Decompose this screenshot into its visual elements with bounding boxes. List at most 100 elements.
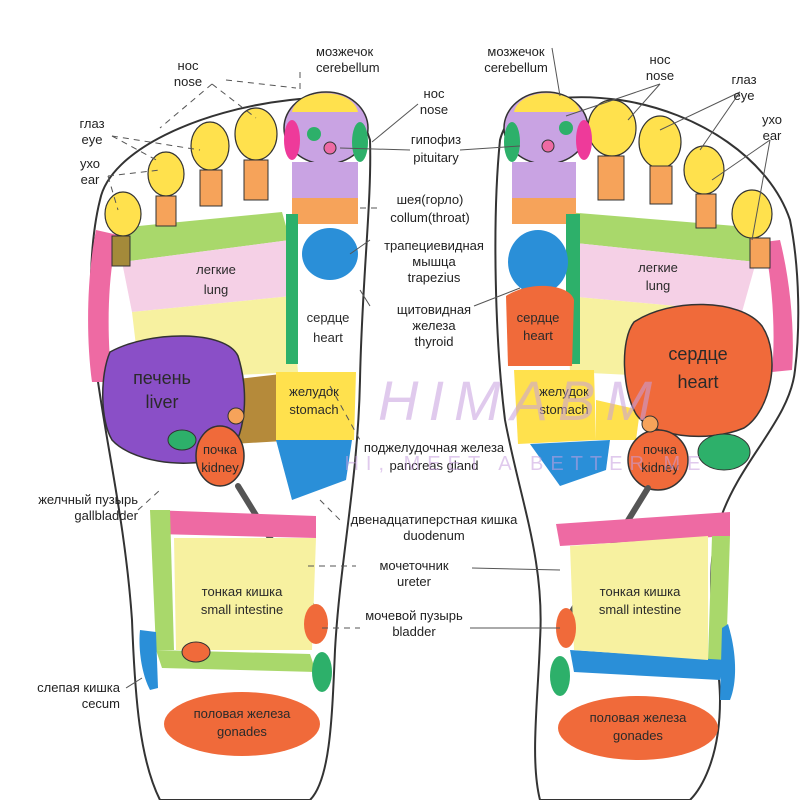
label-trapezius-ru2: мышца xyxy=(412,254,456,269)
left-trapezius-zone xyxy=(302,228,358,280)
label-cecum-ru: слепая кишка xyxy=(37,680,121,695)
left-pancreas-zone xyxy=(276,440,352,500)
right-cerebellum-zone xyxy=(504,122,520,162)
label-stomach-en-right: stomach xyxy=(539,402,588,417)
label-heart-en-left: heart xyxy=(313,330,343,345)
label-nose-ru-right: нос xyxy=(650,52,671,67)
right-big-toe-throat xyxy=(512,198,576,224)
label-liver-ru: печень xyxy=(133,368,191,388)
right-toe-4 xyxy=(683,145,725,195)
right-stomach-zone xyxy=(514,370,596,444)
label-pancreas-en: pancreas gland xyxy=(390,458,479,473)
left-toe-5-base xyxy=(111,235,131,267)
left-stomach-zone xyxy=(276,372,356,440)
label-duodenum-en: duodenum xyxy=(403,528,464,543)
left-appendix-dot xyxy=(181,641,211,663)
right-toe-3 xyxy=(638,115,682,169)
watermark: HIMABM HI, MEET A BETTER ME xyxy=(344,369,707,475)
label-ureter-en: ureter xyxy=(397,574,432,589)
left-toes xyxy=(104,91,369,267)
label-eye-en-right: eye xyxy=(734,88,755,103)
left-foot xyxy=(88,91,372,800)
right-trapezius-zone xyxy=(508,230,568,294)
label-stomach-ru-left: желудок xyxy=(289,384,339,399)
watermark-sub: HI, MEET A BETTER ME xyxy=(344,453,707,475)
label-throat-en: collum(throat) xyxy=(390,210,469,225)
left-colon-side xyxy=(150,510,174,650)
left-bladder-zone xyxy=(304,604,328,644)
label-thyroid-ru1: щитовидная xyxy=(397,302,471,317)
label-stomach-ru-right: желудок xyxy=(539,384,589,399)
left-kidney-zone xyxy=(195,425,245,487)
left-adrenal-dot xyxy=(227,407,245,425)
right-toes xyxy=(503,91,773,269)
right-big-toe-neck xyxy=(512,162,576,198)
right-heart-zone-small xyxy=(506,285,574,366)
label-lung-en-left: lung xyxy=(204,282,229,297)
right-toe-4-base xyxy=(695,193,717,229)
watermark-main: HIMABM xyxy=(378,369,662,432)
left-heart-zone xyxy=(298,282,360,368)
left-big-toe-neck xyxy=(292,162,358,198)
label-stomach-en-left: stomach xyxy=(289,402,338,417)
label-small-intestine-ru-left: тонкая кишка xyxy=(202,584,283,599)
left-lung-zone xyxy=(122,240,292,312)
label-ear-ru-left: ухо xyxy=(80,156,100,171)
right-toe-5 xyxy=(731,189,773,239)
label-bladder-en: bladder xyxy=(392,624,436,639)
label-gallbladder-ru: желчный пузырь xyxy=(38,492,138,507)
right-labels: мозжечок cerebellum нос nose глаз eye ух… xyxy=(484,44,782,743)
right-big-toe-cap xyxy=(514,93,580,112)
label-ureter-ru: мочеточник xyxy=(379,558,448,573)
label-kidney-ru-left: почка xyxy=(203,442,238,457)
right-gallbladder-zone xyxy=(697,433,751,471)
left-big-toe-throat xyxy=(292,198,358,224)
label-cerebellum-en-left: cerebellum xyxy=(316,60,380,75)
center-labels: нос nose гипофиз pituitary шея(горло) co… xyxy=(351,86,519,639)
right-pancreas-zone xyxy=(530,440,610,486)
label-gonades-en-left: gonades xyxy=(217,724,267,739)
label-ear-en-right: ear xyxy=(763,128,782,143)
label-small-intestine-en-left: small intestine xyxy=(201,602,283,617)
label-nose-en-right: nose xyxy=(646,68,674,83)
right-lateral-strip xyxy=(764,240,793,372)
left-eye-dot xyxy=(307,127,321,141)
label-kidney-en-left: kidney xyxy=(201,460,239,475)
left-nose-zone xyxy=(284,120,300,160)
left-cerebellum-zone xyxy=(352,122,368,162)
left-spine-strip xyxy=(286,214,298,364)
label-thyroid-ru2: железа xyxy=(412,318,456,333)
left-inner-green xyxy=(312,652,332,692)
left-gonades-zone xyxy=(164,692,320,756)
label-heart-ru-right-large: сердце xyxy=(668,344,727,364)
label-kidney-ru-right: почка xyxy=(643,442,678,457)
right-cecum-edge xyxy=(720,624,736,700)
label-ear-ru-right: ухо xyxy=(762,112,782,127)
label-gonades-en-right: gonades xyxy=(613,728,663,743)
left-toe-2-base xyxy=(243,159,269,201)
label-throat-ru: шея(горло) xyxy=(397,192,464,207)
label-nose-en-center: nose xyxy=(420,102,448,117)
label-nose-ru-center: нос xyxy=(424,86,445,101)
label-heart-en-right-large: heart xyxy=(677,372,718,392)
right-eye-dot xyxy=(559,121,573,135)
label-liver-en: liver xyxy=(145,392,178,412)
label-cecum-en: cecum xyxy=(82,696,120,711)
left-colon-top xyxy=(150,510,316,538)
label-lung-en-right: lung xyxy=(646,278,671,293)
label-small-intestine-en-right: small intestine xyxy=(599,602,681,617)
left-pituitary-dot xyxy=(323,141,337,155)
label-pancreas-ru: поджелудочная железа xyxy=(364,440,505,455)
label-heart-ru-left: сердце xyxy=(307,310,350,325)
label-lung-ru-right: легкие xyxy=(638,260,678,275)
label-trapezius-en: trapezius xyxy=(408,270,461,285)
label-pituitary-en: pituitary xyxy=(413,150,459,165)
left-toe-3 xyxy=(190,121,230,171)
right-gonades-zone xyxy=(558,696,718,760)
label-nose-en-left: nose xyxy=(174,74,202,89)
left-labels: мозжечок cerebellum нос nose глаз eye ух… xyxy=(37,44,379,739)
right-foot xyxy=(494,91,800,800)
leader-lines xyxy=(107,47,771,689)
label-duodenum-ru: двенадцатиперстная кишка xyxy=(351,512,519,527)
